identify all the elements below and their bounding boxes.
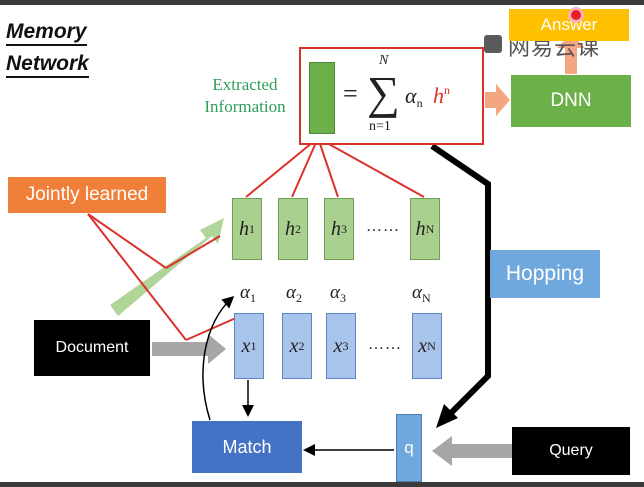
match-to-alpha-curve [202,296,235,421]
x-cell-3-sup: 3 [342,338,349,353]
h-cell-1-sup: 1 [249,221,255,236]
formula-h-sup: n [444,83,450,97]
alpha-3-base: α [330,282,340,303]
extracted-information-label: Extracted Information [190,74,300,118]
bottom-bar [0,482,644,487]
h-cell-1-base: h [239,217,249,240]
extracted-vector [309,62,335,134]
x-cell-1-base: x [241,334,251,357]
x-cell-n-base: x [418,334,428,357]
query-box: Query [512,427,630,475]
formula-equals: = [343,79,358,108]
query-label: Query [549,442,593,459]
alpha-3: α3 [330,282,346,306]
formula-to-dnn-arrow [485,84,510,116]
x-cell-2-base: x [289,334,299,357]
alpha-2: α2 [286,282,302,306]
formula-alpha: αn [405,83,423,111]
alpha-n: αN [412,282,431,306]
alpha-2-base: α [286,282,296,303]
cursor-dot [571,10,581,20]
h-cell-n-sup: N [425,221,435,236]
jointly-learned-box: Jointly learned [8,177,166,213]
alpha-n-sub: N [421,291,431,305]
extracted-line2: Information [204,97,286,116]
formula-h: hn [433,83,450,109]
document-label: Document [55,339,129,356]
h-cell-3-base: h [331,217,341,240]
h-cell-3-sup: 3 [341,221,347,236]
hopping-label: Hopping [505,262,585,285]
x-cell-1-sup: 1 [250,338,257,353]
hop-arrowhead [436,404,458,428]
formula-lower: n=1 [369,119,391,134]
answer-box: Answer [509,9,629,41]
alpha-1: α1 [240,282,256,306]
h-cell-2-base: h [285,217,295,240]
x-cell-3-base: x [333,334,343,357]
match-label: Match [222,436,272,457]
h-cell-n-base: h [415,217,426,240]
alpha-1-sub: 1 [249,291,256,305]
top-bar [0,0,644,5]
formula-upper: N [379,53,389,68]
formula-h-base: h [433,83,444,108]
dnn-label: DNN [550,90,592,111]
title-line1: Memory [6,20,87,46]
x-cell-n-sup: N [427,338,436,353]
q-label: q [404,438,414,457]
watermark-icon [484,35,502,53]
query-vector-q: q [396,414,422,482]
document-to-x-arrow [152,334,226,364]
attention-lines [87,137,425,341]
answer-label: Answer [540,15,598,34]
document-box: Document [34,320,150,376]
dnn-to-answer-arrow [557,34,585,74]
hop-line [430,143,491,419]
match-box: Match [192,421,302,473]
dnn-box: DNN [511,75,631,127]
formula-box: = N ∑ n=1 αn hn [299,47,484,145]
title-line2: Network [6,52,89,78]
extracted-line1: Extracted [212,75,278,94]
h-ellipsis: …… [366,218,400,235]
hopping-box: Hopping [490,250,600,298]
alpha-1-base: α [240,282,250,303]
jointly-learned-label: Jointly learned [25,184,149,205]
formula-alpha-base: α [405,83,417,108]
formula-alpha-sub: n [416,96,423,110]
alpha-3-sub: 3 [339,291,346,305]
query-to-q-arrow [432,436,512,466]
x-cell-2-sup: 2 [298,338,305,353]
formula-sigma: ∑ [367,67,400,118]
h-cell-2-sup: 2 [295,221,301,236]
alpha-2-sub: 2 [295,291,302,305]
x-ellipsis: …… [368,336,402,353]
alpha-n-base: α [412,282,422,303]
